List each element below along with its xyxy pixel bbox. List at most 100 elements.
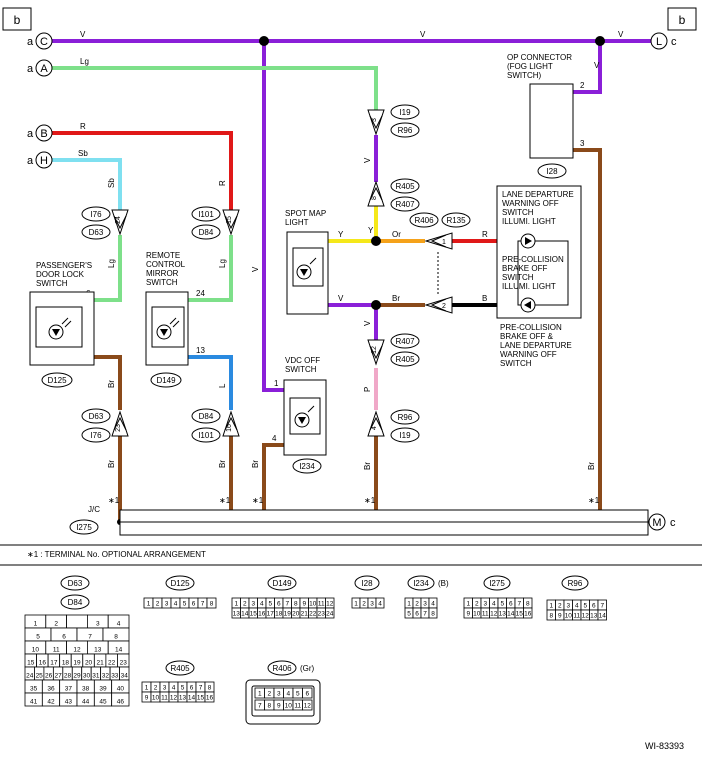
terminal-num: 4 xyxy=(272,434,277,443)
light-ray-icon xyxy=(172,320,180,328)
diagram-id: WI-83393 xyxy=(645,741,684,751)
i275-pin: 5 xyxy=(500,601,504,608)
inline-connector-r407-low: 12 xyxy=(367,339,385,366)
d63-pin: 28 xyxy=(64,673,72,680)
r405-pin: 12 xyxy=(170,695,178,702)
d125-pin: 4 xyxy=(174,601,178,608)
r405-pin: 9 xyxy=(145,695,149,702)
wire-label: R xyxy=(218,180,227,186)
r96-pin: 10 xyxy=(565,613,573,620)
r406-pin: 9 xyxy=(277,703,281,710)
inline-pin: 15 xyxy=(226,216,233,224)
wire-label: L xyxy=(218,383,227,388)
inline-connector-i76: 24 xyxy=(111,209,129,236)
i28-pin: 4 xyxy=(378,601,382,608)
d63-cell xyxy=(66,614,88,629)
star-note: ∗1 xyxy=(364,496,376,505)
d63-pin: 19 xyxy=(73,660,81,667)
pin-a-circle xyxy=(35,59,53,77)
d149-pin: 6 xyxy=(277,601,281,608)
i234-pin: 2 xyxy=(415,601,419,608)
conn-d84b: D84 xyxy=(199,412,214,421)
wire-label: V xyxy=(594,61,600,70)
inline-connector-r406-1: 1 xyxy=(424,232,453,250)
corner-label-right: b xyxy=(679,13,686,27)
conn-d63: D63 xyxy=(89,228,104,237)
d125-cell xyxy=(206,597,217,609)
d63-pin: 40 xyxy=(117,686,125,693)
d63-pin: 16 xyxy=(39,660,47,667)
wire-label: V xyxy=(338,294,344,303)
r96-pin: 11 xyxy=(573,613,580,620)
lamp-diode-icon xyxy=(300,269,308,276)
pin-l-circle xyxy=(650,32,668,50)
d149-pin: 23 xyxy=(318,611,326,618)
d63-pin: 22 xyxy=(108,660,116,667)
i28-cell xyxy=(375,597,385,609)
wire-label: R xyxy=(482,230,488,239)
wire-label: V xyxy=(363,320,372,326)
r406-pin: 10 xyxy=(285,703,293,710)
r405-pin: 11 xyxy=(161,695,168,702)
i275-pin: 9 xyxy=(466,611,470,618)
pin-h-letter: H xyxy=(40,155,48,167)
r96-pin: 6 xyxy=(592,603,596,610)
d125-pin: 8 xyxy=(210,601,214,608)
wire-br-vdc xyxy=(262,443,284,522)
op-connector-box xyxy=(529,83,574,159)
wire-label: V xyxy=(420,30,426,39)
wire-br-pass xyxy=(94,355,122,410)
d149-pin: 14 xyxy=(241,611,249,618)
light-ray-icon xyxy=(61,317,69,325)
d63-pin: 31 xyxy=(92,673,100,680)
wire-label: Br xyxy=(107,380,116,388)
d63-pin: 12 xyxy=(73,647,81,654)
d125-pin: 5 xyxy=(183,601,187,608)
conn-d125: D125 xyxy=(47,376,67,385)
d149-pin: 17 xyxy=(267,611,275,618)
conn-d63b: D63 xyxy=(89,412,104,421)
wire-label: V xyxy=(80,30,86,39)
legend-i275: I275 xyxy=(489,579,505,588)
wire-label: Or xyxy=(392,230,401,239)
d63-pin: 30 xyxy=(83,673,91,680)
wire-label: V xyxy=(618,30,624,39)
lamp-diode-icon xyxy=(160,329,168,336)
d63-cell xyxy=(111,692,130,707)
legend-r405: R405 xyxy=(170,664,190,673)
terminal-num: 2 xyxy=(580,81,585,90)
d149-pin: 15 xyxy=(250,611,258,618)
junction-dot xyxy=(259,36,269,46)
d63-pin: 15 xyxy=(27,660,35,667)
d63-pin: 20 xyxy=(85,660,93,667)
r405-pin: 13 xyxy=(179,695,187,702)
inline-pin: 3 xyxy=(371,118,378,122)
i275-pin: 2 xyxy=(475,601,479,608)
d63-pin: 46 xyxy=(117,699,125,706)
pin-a-label: a xyxy=(27,155,34,167)
terminal-num: 24 xyxy=(196,289,205,298)
wire-label: Y xyxy=(338,230,344,239)
wire-label: Sb xyxy=(78,149,88,158)
d149-pin: 9 xyxy=(302,601,306,608)
legend-i28: I28 xyxy=(361,579,373,588)
d149-pin: 1 xyxy=(234,601,238,608)
wire-label: Lg xyxy=(80,57,89,66)
conn-r135: R135 xyxy=(446,216,466,225)
d63-pin: 18 xyxy=(62,660,70,667)
pin-m-letter: M xyxy=(652,517,661,529)
conn-d149: D149 xyxy=(156,376,176,385)
r96-pin: 5 xyxy=(583,603,587,610)
conn-i76: I76 xyxy=(90,210,102,219)
pin-a-letter: A xyxy=(40,63,48,75)
i275-pin: 4 xyxy=(492,601,496,608)
d149-pin: 18 xyxy=(275,611,283,618)
d63-pin: 11 xyxy=(53,647,60,654)
d63-pin: 24 xyxy=(26,673,34,680)
r96-pin: 13 xyxy=(590,613,598,620)
d125-pin: 7 xyxy=(201,601,205,608)
conn-i28: I28 xyxy=(546,167,558,176)
wire-label: Sb xyxy=(107,178,116,188)
